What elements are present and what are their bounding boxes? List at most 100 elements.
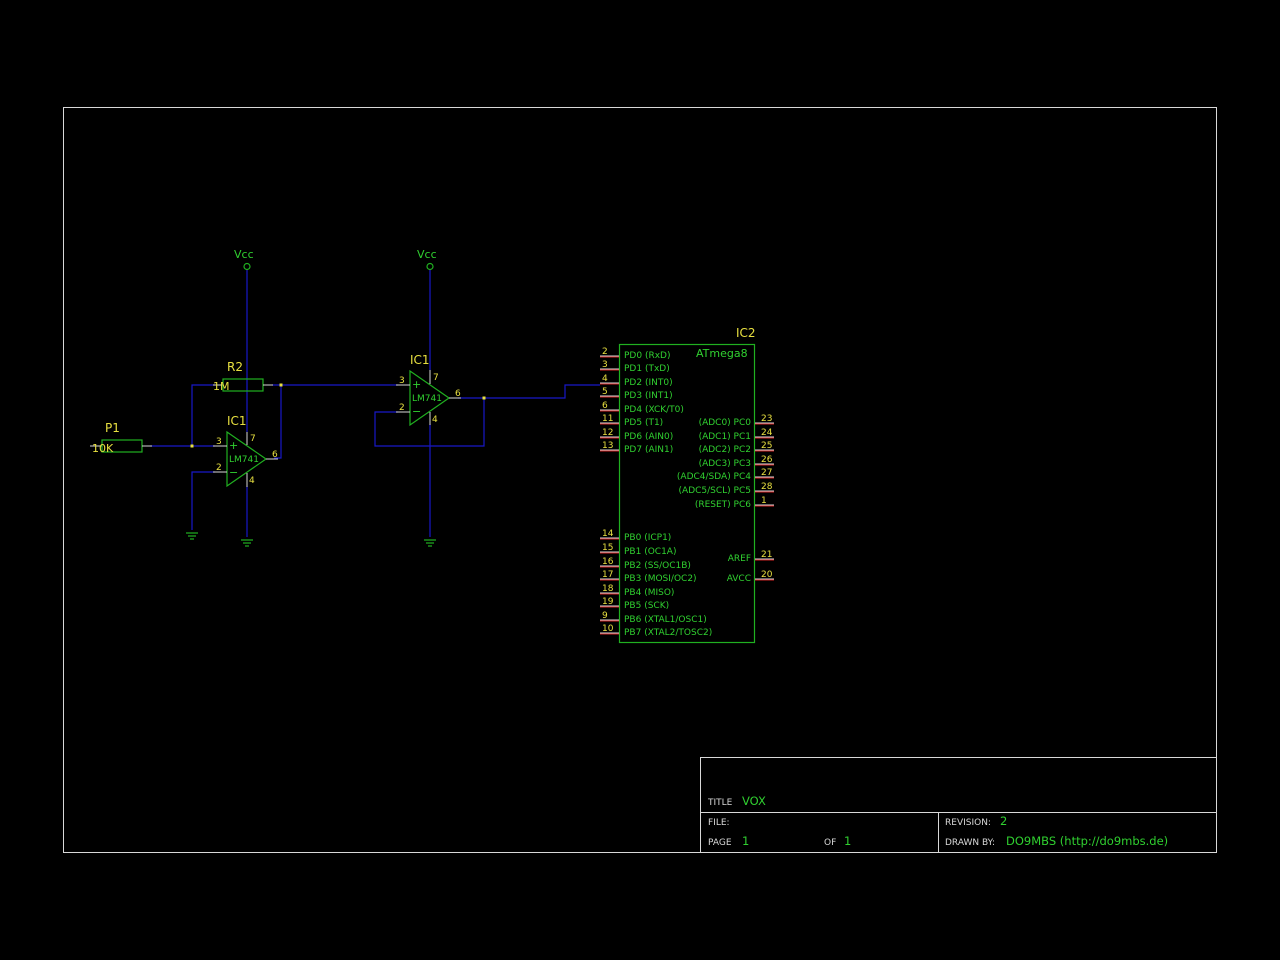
pin-name: (ADC3) PC3 [699, 459, 751, 469]
opamp-part: LM741 [229, 455, 259, 465]
pin-number: 23 [761, 414, 772, 424]
pin-number: 21 [761, 550, 772, 560]
pin-number: 20 [761, 570, 773, 580]
pin-number: 7 [250, 434, 256, 444]
resistor-value: 1M [213, 380, 230, 393]
page-value: 1 [742, 834, 749, 848]
opamp-ref: IC1 [410, 353, 430, 367]
pin-number: 2 [216, 463, 222, 473]
opamp-2: IC1 LM741 + − 3 2 6 7 4 [396, 353, 461, 427]
pin-number: 17 [602, 570, 613, 580]
mcu-pin-right: 24(ADC1) PC1 [699, 428, 774, 442]
pin-number: 27 [761, 468, 772, 478]
vcc-symbol-1: Vcc [234, 248, 254, 271]
pin-number: 2 [602, 347, 608, 357]
pin-name: PD7 (AIN1) [624, 445, 673, 455]
title-key: TITLE [707, 798, 733, 808]
pin-name: PB3 (MOSI/OC2) [624, 574, 697, 584]
mcu-pin-right: 23(ADC0) PC0 [699, 414, 774, 428]
pin-number: 13 [602, 441, 613, 451]
pin-number: 12 [602, 428, 613, 438]
pin-number: 28 [761, 482, 773, 492]
pin-name: PB7 (XTAL2/TOSC2) [624, 628, 712, 638]
wire-r2-right-to-out [272, 384, 282, 459]
page-key: PAGE [708, 838, 732, 848]
pin-name: AREF [728, 554, 751, 564]
pin-name: PD4 (XCK/T0) [624, 405, 684, 415]
pin-name: (ADC2) PC2 [699, 445, 751, 455]
mcu-pin-left: 16 PB2 (SS/OC1B) [600, 557, 691, 571]
mcu-body [618, 343, 756, 644]
pin-name: (ADC5/SCL) PC5 [679, 486, 751, 496]
mcu-pin-left: 10 PB7 (XTAL2/TOSC2) [600, 624, 712, 638]
mcu-pin-left: 11 PD5 (T1) [600, 414, 663, 428]
pin-number: 14 [602, 529, 614, 539]
opamp-1: IC1 LM741 + − 3 2 6 7 4 [213, 414, 278, 488]
opamp-minus-sign: − [229, 466, 238, 479]
of-key: OF [824, 838, 836, 848]
pin-name: PB6 (XTAL1/OSC1) [624, 615, 707, 625]
mcu-pin-right: 21 AREF [728, 550, 774, 564]
vcc-label: Vcc [234, 248, 254, 261]
vcc-symbol-2: Vcc [417, 248, 437, 271]
pin-name: PB1 (OC1A) [624, 547, 676, 557]
revision-key: REVISION: [945, 818, 991, 828]
mcu-ref: IC2 [736, 326, 756, 340]
pin-name: PD1 (TxD) [624, 364, 670, 374]
pin-name: PD3 (INT1) [624, 391, 673, 401]
opamp-minus-sign: − [412, 405, 421, 418]
title-block: TITLE VOX FILE: PAGE 1 OF 1 REVISION: 2 … [700, 757, 1217, 853]
pin-number: 16 [602, 557, 614, 567]
pin-number: 15 [602, 543, 613, 553]
pin-number: 5 [602, 387, 608, 397]
mcu-pin-right: 28 (ADC5/SCL) PC5 [679, 482, 774, 496]
pin-number: 2 [399, 403, 405, 413]
pin-name: PB0 (ICP1) [624, 533, 671, 543]
junction-dot [190, 444, 194, 448]
mcu-pin-left: 5 PD3 (INT1) [600, 387, 673, 401]
vcc-terminal [426, 262, 434, 271]
resistor-ref: P1 [105, 421, 120, 435]
mcu-pin-left: 9 PB6 (XTAL1/OSC1) [600, 611, 707, 625]
pin-number: 10 [602, 624, 614, 634]
revision-value: 2 [1000, 814, 1007, 828]
wire-opamp1-minus-gnd [191, 471, 215, 530]
mcu-pin-left: 3 PD1 (TxD) [600, 360, 670, 374]
pin-name: PD0 (RxD) [624, 351, 670, 361]
mcu-pin-right: 26 (ADC3) PC3 [699, 455, 774, 469]
vcc-label: Vcc [417, 248, 437, 261]
pin-name: PB2 (SS/OC1B) [624, 561, 691, 571]
junction-dot [279, 383, 283, 387]
pin-number: 26 [761, 455, 773, 465]
pin-name: (RESET) PC6 [695, 500, 751, 510]
mcu-pin-right: 27 (ADC4/SDA) PC4 [677, 468, 774, 482]
title-block-border [700, 757, 1217, 853]
drawn-by-key: DRAWN BY: [945, 838, 995, 848]
pin-name: PD5 (T1) [624, 418, 663, 428]
pin-number: 3 [602, 360, 608, 370]
file-key: FILE: [708, 818, 730, 828]
pin-number: 3 [399, 376, 405, 386]
pin-number: 9 [602, 611, 608, 621]
of-value: 1 [844, 834, 851, 848]
pin-number: 18 [602, 584, 614, 594]
wire-opamp2-feedback [374, 398, 485, 447]
pin-number: 4 [432, 415, 438, 425]
pin-number: 11 [602, 414, 613, 424]
drawn-by-value: DO9MBS (http://do9mbs.de) [1006, 834, 1168, 848]
resistor-value: 10K [92, 442, 114, 455]
mcu-part: ATmega8 [696, 347, 748, 360]
pin-name: (ADC4/SDA) PC4 [677, 472, 751, 482]
pin-number: 6 [272, 450, 278, 460]
pin-number: 1 [761, 496, 767, 506]
mcu-pin-left: 13 PD7 (AIN1) [600, 441, 673, 455]
